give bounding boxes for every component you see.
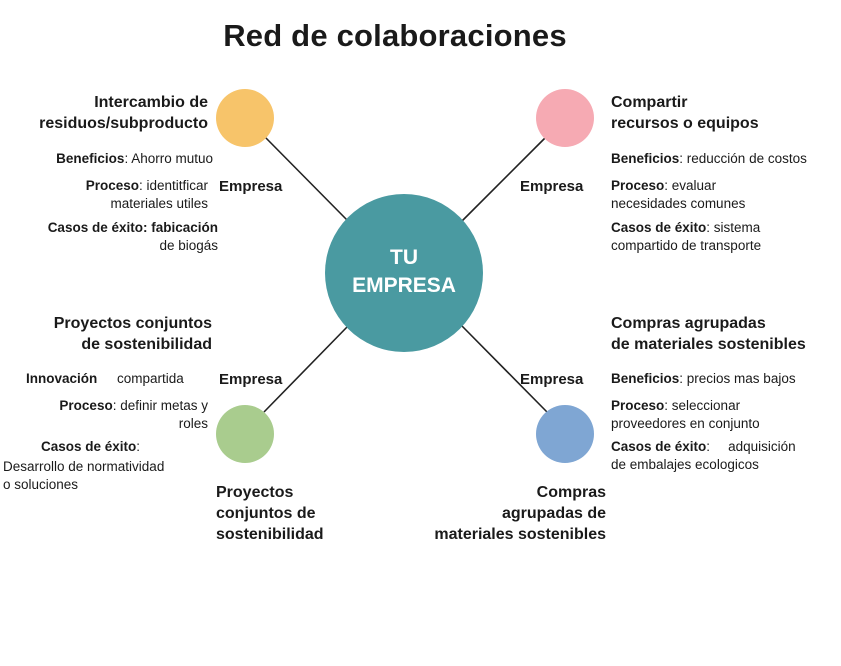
edge-label-bottom-right: Empresa [520, 371, 584, 388]
center-label: TU EMPRESA [326, 244, 482, 300]
cases-top-left: Casos de éxito: fabicación de biogás [0, 219, 218, 255]
cases-label: Casos de éxito [47, 220, 143, 235]
heading-top-left-line-1: Intercambio de [94, 94, 208, 111]
cases-value-2: compartido de transporte [611, 238, 762, 253]
cases-bottom-left-head: Casos de éxito: [41, 438, 140, 456]
benefits-label: Beneficios [611, 151, 680, 166]
cases-bottom-right: Casos de éxito: adquisición de embalajes … [611, 438, 796, 474]
node-label-bottom-left-line-2: conjuntos de [216, 505, 316, 522]
process-label: Proceso [611, 178, 665, 193]
cases-value: : sistema [706, 220, 761, 235]
benefits-value: : reducción de costos [679, 151, 807, 166]
process-top-right: Proceso: evaluar necesidades comunes [611, 177, 745, 213]
cases-value-extra: adquisición [728, 439, 796, 454]
edge-label-top-left: Empresa [219, 178, 283, 195]
benefits-value: : precios mas bajos [679, 371, 796, 386]
process-value: : seleccionar [664, 398, 741, 413]
benefits-bottom-right: Beneficios: precios mas bajos [611, 370, 796, 388]
heading-bottom-left: Proyectos conjuntos de sostenibilidad [0, 313, 212, 355]
process-value-2: roles [178, 416, 208, 431]
cases-value: : [136, 439, 141, 454]
heading-top-right: Compartir recursos o equipos [611, 92, 759, 134]
heading-top-left-line-2: residuos/subproducto [39, 115, 208, 132]
edge-top-right [461, 135, 548, 222]
process-value: : identitficar [138, 178, 208, 193]
innovation-label: Innovación [26, 371, 98, 386]
edge-bottom-right [461, 325, 548, 413]
node-label-bottom-right-line-1: Compras [536, 484, 606, 501]
edge-label-top-right: Empresa [520, 178, 584, 195]
heading-bottom-left-line-1: Proyectos conjuntos [53, 315, 212, 332]
heading-top-right-line-1: Compartir [611, 94, 688, 111]
diagram-title: Red de colaboraciones [223, 18, 567, 53]
edge-bottom-left [263, 325, 349, 413]
center-label-line-2: EMPRESA [352, 274, 456, 297]
process-value-2: materiales utiles [110, 196, 208, 211]
process-label: Proceso [611, 398, 665, 413]
node-label-bottom-right-line-3: materiales sostenibles [434, 526, 606, 543]
node-label-bottom-right: Compras agrupadas de materiales sostenib… [400, 482, 606, 545]
process-value: : definir metas y [112, 398, 208, 413]
process-value-2: proveedores en conjunto [611, 416, 760, 431]
heading-bottom-right-line-2b: sostenibles [717, 336, 806, 353]
heading-bottom-right: Compras agrupadas de materiales sostenib… [611, 313, 806, 355]
node-top-left [216, 89, 274, 147]
cases-value-3: o soluciones [3, 477, 79, 492]
benefits-top-right: Beneficios: reducción de costos [611, 150, 807, 168]
center-node [325, 194, 483, 352]
benefits-label: Beneficios [56, 151, 125, 166]
benefits-label: Beneficios [611, 371, 680, 386]
benefits-top-left: Beneficios: Ahorro mutuo [0, 150, 213, 168]
node-label-bottom-right-line-2: agrupadas de [501, 505, 606, 522]
cases-label: Casos de éxito [611, 220, 707, 235]
heading-bottom-right-line-1: Compras agrupadas [611, 315, 766, 332]
cases-value-2: Desarrollo de normatividad [3, 459, 165, 474]
node-label-bottom-left-line-1: Proyectos [216, 484, 294, 501]
node-bottom-left [216, 405, 274, 463]
edge-label-bottom-left: Empresa [219, 371, 283, 388]
heading-top-left: Intercambio de residuos/subproducto [0, 92, 208, 134]
cases-value: : [706, 439, 711, 454]
cases-top-right: Casos de éxito: sistema compartido de tr… [611, 219, 761, 255]
cases-label: Casos de éxito [611, 439, 707, 454]
cases-value-2: de embalajes ecologicos [611, 457, 759, 472]
center-label-line-1: TU [390, 246, 418, 269]
heading-top-right-line-2: recursos o equipos [611, 115, 759, 132]
cases-value-2: de biogás [159, 238, 218, 253]
process-label: Proceso [85, 178, 139, 193]
node-top-right [536, 89, 594, 147]
process-label: Proceso [59, 398, 113, 413]
process-bottom-left: Proceso: definir metas y roles [0, 397, 208, 433]
node-label-bottom-left: Proyectos conjuntos de sostenibilidad [216, 482, 324, 545]
innovation-bottom-left: Innovación compartida [26, 370, 184, 388]
process-bottom-right: Proceso: seleccionar proveedores en conj… [611, 397, 760, 433]
process-top-left: Proceso: identitficar materiales utiles [0, 177, 208, 213]
cases-label: Casos de éxito [41, 439, 137, 454]
cases-value: : fabicación [142, 220, 218, 235]
benefits-value: : Ahorro mutuo [124, 151, 213, 166]
process-value: : evaluar [664, 178, 717, 193]
innovation-value: compartida [117, 371, 184, 386]
heading-bottom-left-line-2: de sostenibilidad [81, 336, 212, 353]
heading-bottom-right-line-2a: de materiales [611, 336, 714, 353]
cases-bottom-left-body: Desarrollo de normatividad o soluciones [3, 458, 164, 494]
edge-top-left [263, 135, 349, 222]
node-bottom-right [536, 405, 594, 463]
process-value-2: necesidades comunes [611, 196, 746, 211]
node-label-bottom-left-line-3: sostenibilidad [216, 526, 324, 543]
